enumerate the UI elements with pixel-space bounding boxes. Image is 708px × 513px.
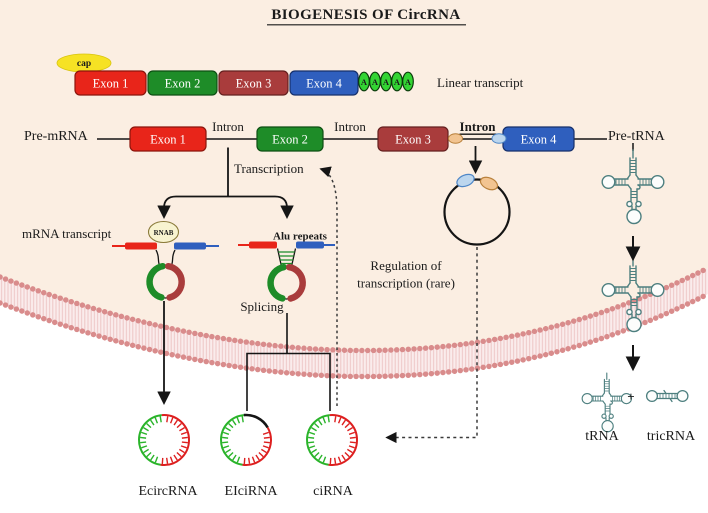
linear-transcript-label: Linear transcript <box>437 75 524 90</box>
linear-exon-3 <box>218 70 289 96</box>
splicing-label: Splicing <box>240 299 284 314</box>
trna-cloverleaf-3-icon <box>581 372 633 433</box>
pre-exon-3-label: Exon 3 <box>395 133 431 147</box>
transcription-branch <box>157 147 294 220</box>
polya-tail: A A A A A <box>358 71 414 92</box>
hairpin-maroon-arc <box>286 263 306 302</box>
linear-exon-4-label: Exon 4 <box>306 77 343 91</box>
pre-exon-3 <box>377 126 449 152</box>
linear-exon-2-label: Exon 2 <box>165 77 201 91</box>
hairpin-red-arm <box>125 242 157 250</box>
hairpin-maroon-arc <box>165 262 185 301</box>
regulation-label-line2: transcription (rare) <box>357 276 455 291</box>
diagram-title: BIOGENESIS OF CircRNA <box>271 7 460 23</box>
bhb-orange-ellipse-icon <box>448 133 463 144</box>
bhb-blue-ellipse-icon <box>491 133 507 144</box>
alu-hairpin-group: Alu repeats <box>238 231 335 302</box>
hairpin-red-arm <box>249 241 277 249</box>
ecircrna-circle <box>138 414 190 466</box>
pre-mrna-label: Pre-mRNA <box>24 129 89 144</box>
pre-exon-1-label: Exon 1 <box>150 133 186 147</box>
tricrna-label: tricRNA <box>647 429 696 444</box>
lariat-blue-ellipse-icon <box>456 173 475 188</box>
pre-exon-2-label: Exon 2 <box>272 133 308 147</box>
ecircrna-label: EcircRNA <box>138 484 198 499</box>
pre-exon-2 <box>256 126 324 152</box>
alu-repeats-label: Alu repeats <box>273 231 328 243</box>
trna-label: tRNA <box>585 429 619 444</box>
linear-transcript-group: cap Exon 1 Exon 2 Exon 3 Exon 4 A A A A … <box>56 53 524 96</box>
trna-pathway <box>581 143 689 433</box>
nucleus-background <box>0 0 708 351</box>
polya-a: A <box>372 77 379 87</box>
polya-a: A <box>361 77 368 87</box>
eicirna-circle <box>220 413 272 466</box>
alu-stem-ladder <box>278 251 295 265</box>
pre-trna-label: Pre-tRNA <box>608 129 666 144</box>
linear-exon-4 <box>289 70 359 96</box>
hairpin-blue-arm <box>174 242 206 250</box>
regulation-feedback-dashed-arrow <box>319 166 338 406</box>
lariat-to-cirna-dashed-arrow <box>385 247 478 444</box>
intron-label-2: Intron <box>334 119 366 134</box>
intron-label-1: Intron <box>212 119 244 134</box>
transcription-label: Transcription <box>234 161 304 176</box>
linear-exon-1-label: Exon 1 <box>93 77 129 91</box>
intron-lariat-circle <box>443 178 511 246</box>
linear-exon-1 <box>74 70 147 96</box>
polya-a: A <box>383 77 390 87</box>
tricrna-icon <box>645 389 689 403</box>
transcription-right-arrow <box>228 195 294 220</box>
nuclear-membrane <box>0 265 708 380</box>
cap-label: cap <box>77 59 91 69</box>
pre-exon-1 <box>129 126 207 152</box>
intron-label-3: Intron <box>460 119 497 134</box>
rnab-protein-icon <box>147 220 180 244</box>
eicirna-label: EIciRNA <box>225 484 279 499</box>
membrane-tails <box>0 268 708 377</box>
hairpin-green-arc <box>146 262 166 301</box>
intron-lariat-group <box>443 146 511 246</box>
splicing-branch-lines <box>246 313 331 411</box>
linear-exon-2 <box>147 70 218 96</box>
polya-base-icon <box>402 71 414 92</box>
cirna-circle <box>306 414 358 466</box>
mrna-transcript-label: mRNA transcript <box>22 226 112 241</box>
polya-a: A <box>394 77 401 87</box>
membrane-inner-leaflet <box>0 291 708 380</box>
pre-mrna-group: Pre-mRNA Exon 1 Exon 2 Exon 3 Exon 4 Int… <box>24 119 666 152</box>
plus-sign: + <box>627 389 634 404</box>
hairpin-blue-arm <box>296 241 324 249</box>
hairpin-green-arc <box>267 263 287 302</box>
membrane-outer-leaflet <box>0 265 708 354</box>
pre-exon-4-label: Exon 4 <box>521 133 558 147</box>
transcription-left-arrow <box>157 195 228 220</box>
lariat-orange-ellipse-icon <box>479 176 499 191</box>
linear-exon-3-label: Exon 3 <box>236 77 272 91</box>
rnab-label: RNAB <box>154 229 174 237</box>
cirna-label: ciRNA <box>313 484 354 499</box>
polya-a: A <box>405 77 412 87</box>
rnab-hairpin-group: RNAB <box>112 220 219 301</box>
regulation-label-line1: Regulation of <box>370 258 442 273</box>
